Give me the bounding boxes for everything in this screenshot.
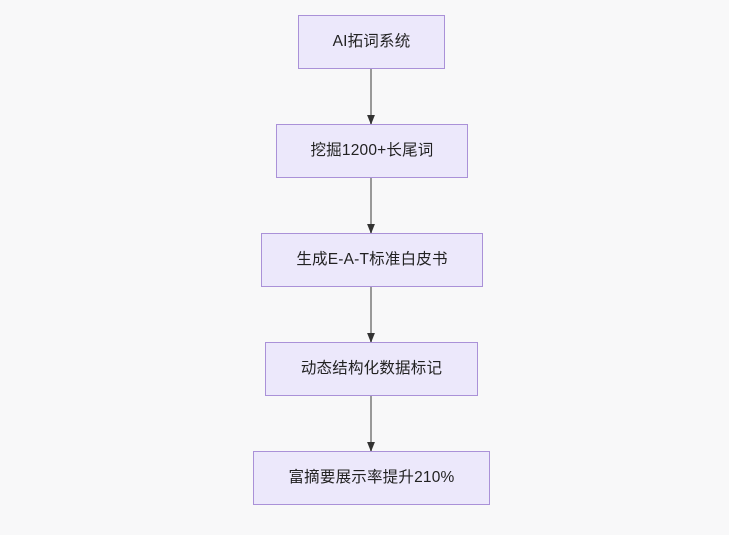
flowchart-node-3[interactable]: 生成E-A-T标准白皮书 bbox=[261, 233, 483, 287]
flowchart-node-3-label: 生成E-A-T标准白皮书 bbox=[296, 250, 448, 268]
flowchart-node-1-label: AI拓词系统 bbox=[332, 32, 411, 50]
flowchart-node-4[interactable]: 动态结构化数据标记 bbox=[265, 342, 478, 396]
flowchart-node-2-label: 挖掘1200+长尾词 bbox=[310, 141, 434, 159]
flowchart-node-4-label: 动态结构化数据标记 bbox=[300, 359, 443, 377]
flowchart-node-2[interactable]: 挖掘1200+长尾词 bbox=[276, 124, 468, 178]
flowchart-node-1[interactable]: AI拓词系统 bbox=[298, 15, 445, 69]
flowchart-node-5-label: 富摘要展示率提升210% bbox=[288, 468, 455, 486]
flowchart-node-5[interactable]: 富摘要展示率提升210% bbox=[253, 451, 490, 505]
